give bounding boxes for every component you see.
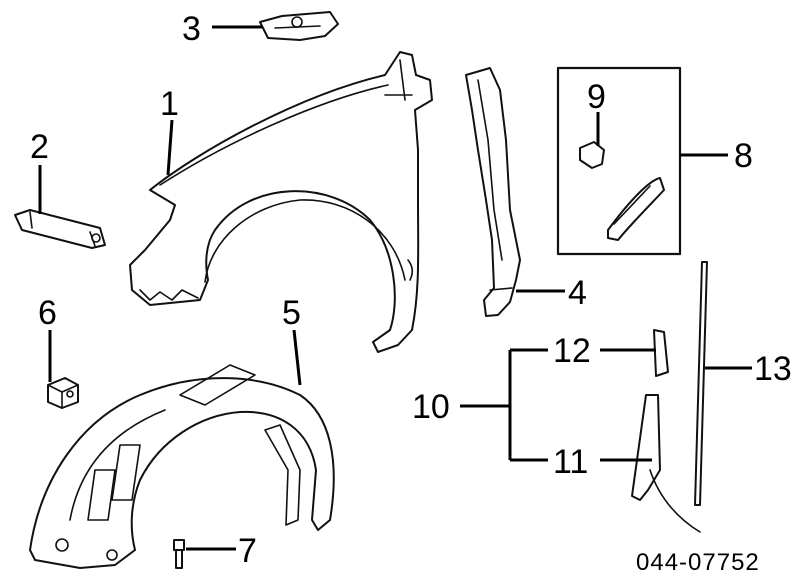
callout-4: 4 — [568, 274, 587, 312]
bolt-part — [173, 539, 185, 569]
callout-12: 12 — [553, 332, 591, 370]
callout-labels: 1 2 3 4 5 6 7 8 9 10 11 12 13 — [30, 10, 792, 570]
liner-part — [29, 364, 335, 569]
callout-10: 10 — [412, 388, 450, 426]
block-part — [47, 377, 79, 409]
callout-2: 2 — [30, 128, 49, 166]
callout-1: 1 — [160, 85, 179, 123]
clip-part — [259, 11, 339, 41]
callout-3: 3 — [182, 10, 201, 48]
kit-box — [556, 66, 682, 256]
callout-11: 11 — [553, 443, 588, 481]
bracket-part — [14, 209, 106, 249]
fender-part — [129, 51, 433, 353]
callout-13: 13 — [754, 350, 792, 388]
leader-lines — [38, 25, 752, 551]
callout-7: 7 — [238, 532, 257, 570]
callout-8: 8 — [734, 137, 753, 175]
part-code: 044-07752 — [636, 549, 760, 576]
seal-part — [465, 67, 521, 317]
callout-9: 9 — [587, 78, 606, 116]
antenna-part — [631, 261, 708, 533]
callout-5: 5 — [282, 294, 301, 332]
callout-6: 6 — [38, 294, 57, 332]
